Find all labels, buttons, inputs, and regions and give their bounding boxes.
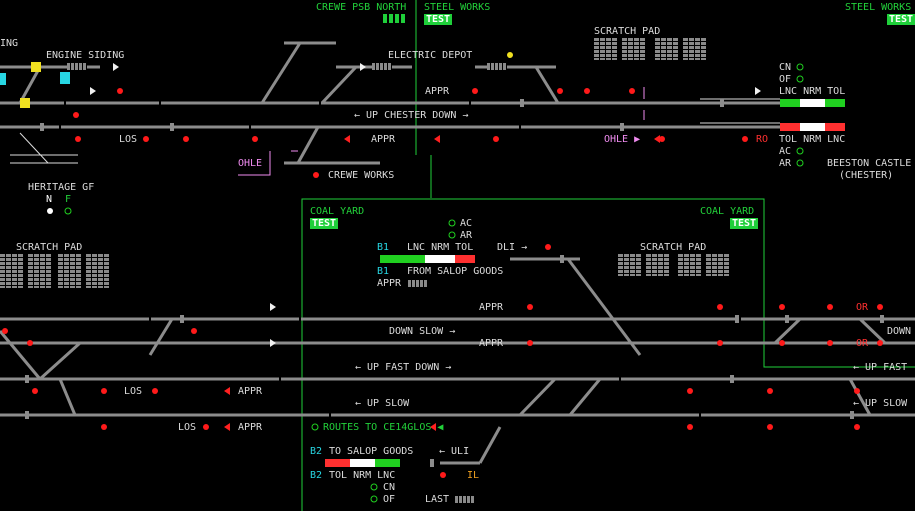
crewe-works-label: CREWE WORKS [328,170,395,181]
direction-arrows [90,63,761,347]
routes-to-label[interactable]: ROUTES TO CE14GLOS ◀ [323,422,444,433]
appr-label-2: APPR [371,134,396,145]
scratch-pad-left-1[interactable] [0,254,24,288]
of-label: OF [779,74,792,85]
uli-label: ← ULI [439,446,470,457]
beeston-castle-label: BEESTON CASTLE [827,158,912,169]
b2-label: B2 [310,446,323,457]
heritage-n-label: N [46,194,53,205]
scratch-pad-right-3[interactable] [678,254,702,276]
tol-nrm-lnc-bottom: TOL NRM LNC [329,470,396,481]
tol-nrm-lnc-label: TOL NRM LNC [779,134,846,145]
electric-depot-indicator-2 [487,63,507,70]
up-fast-label-right: ← UP FAST [853,362,908,373]
siding-label-left: ING [0,38,19,49]
b1-label-2: B1 [377,266,390,277]
scratch-pad-top-label: SCRATCH PAD [594,26,661,37]
panel-steel-works-right: STEEL WORKS [845,2,912,13]
track-joints [59,100,741,418]
scratch-pad-left-2[interactable] [28,254,52,288]
appr-label-1: APPR [425,86,450,97]
test-button-3[interactable]: TEST [310,218,339,229]
scratch-pad-right-label: SCRATCH PAD [640,242,707,253]
test-button-4[interactable]: TEST [730,218,759,229]
or-label-1: OR [856,302,869,313]
level-crossing [0,52,513,108]
scratch-pad-top-3[interactable] [655,38,679,60]
heritage-n-lamp [47,208,53,214]
scratch-pad-top-2[interactable] [622,38,646,60]
coal-yard-right: COAL YARD [700,206,755,217]
down-label-right: DOWN [887,326,912,337]
up-fast-down-label: ← UP FAST DOWN → [355,362,452,373]
ohle-indicator-right[interactable]: OHLE ▶ [604,134,641,145]
test-button-1[interactable]: TEST [424,14,453,25]
dli-label: DLI → [497,242,528,253]
ladder-lines [10,98,780,164]
engine-siding-label: ENGINE SIDING [46,50,125,61]
scratch-pad-left-4[interactable] [86,254,110,288]
scratch-pad-left-3[interactable] [58,254,82,288]
from-salop-goods-label: FROM SALOP GOODS [407,266,504,277]
scratch-pad-left-label: SCRATCH PAD [16,242,83,253]
ohle-marks [238,87,645,176]
to-salop-goods-label: TO SALOP GOODS [329,446,414,457]
signals-red[interactable] [2,88,883,478]
heritage-gf-label: HERITAGE GF [28,182,95,193]
scratch-pad-top-1[interactable] [594,38,618,60]
ac-label-top: AC [779,146,792,157]
los-label-bottom: LOS [178,422,197,433]
appr-label-6: APPR [238,386,263,397]
route-indicators-top [325,99,845,467]
of-label-bottom: OF [383,494,396,505]
scratch-pad-right-4[interactable] [706,254,730,276]
down-slow-label: DOWN SLOW → [389,326,456,337]
test-button-2[interactable]: TEST [887,14,915,25]
last-label: LAST [425,494,450,505]
appr-indicator [408,280,428,287]
cn-label: CN [779,62,792,73]
scratch-pad-right-2[interactable] [646,254,670,276]
up-slow-label-right: ← UP SLOW [853,398,908,409]
los-label-top: LOS [119,134,138,145]
ar-label-top: AR [779,158,792,169]
lnc-nrm-tol-mid: LNC NRM TOL [407,242,474,253]
cn-label-bottom: CN [383,482,396,493]
il-label: IL [467,470,480,481]
chester-label: (CHESTER) [839,170,894,181]
b2-label-2: B2 [310,470,323,481]
ro-label: RO [756,134,769,145]
appr-label-3: APPR [377,278,402,289]
panel-steel-works: STEEL WORKS [424,2,491,13]
triangle-signals[interactable] [224,135,660,431]
panel-crewe-north: CREWE PSB NORTH [316,2,407,13]
track-blocks [25,99,884,467]
panel-boundaries [301,0,915,511]
appr-label-4: APPR [479,302,504,313]
b1-label: B1 [377,242,390,253]
up-slow-label: ← UP SLOW [355,398,410,409]
electric-depot-indicator [372,63,392,70]
last-indicator [455,496,475,503]
scratch-pad-right-1[interactable] [618,254,642,276]
heritage-f-label: F [65,194,72,205]
ohle-indicator-left[interactable]: OHLE [238,158,263,169]
scratch-pad-top-4[interactable] [683,38,707,60]
tracks [0,41,915,465]
ar-label-mid: AR [460,230,473,241]
los-label-mid: LOS [124,386,143,397]
or-label-2: OR [856,338,869,349]
appr-label-7: APPR [238,422,263,433]
indicator-rings [64,63,804,503]
lnc-nrm-tol-label: LNC NRM TOL [779,86,846,97]
crewe-north-bars [383,14,407,23]
up-chester-down-label: ← UP CHESTER DOWN → [354,110,469,121]
appr-label-5: APPR [479,338,504,349]
engine-siding-indicator [67,63,87,70]
ac-label-mid: AC [460,218,473,229]
coal-yard-left: COAL YARD [310,206,365,217]
electric-depot-label: ELECTRIC DEPOT [388,50,473,61]
